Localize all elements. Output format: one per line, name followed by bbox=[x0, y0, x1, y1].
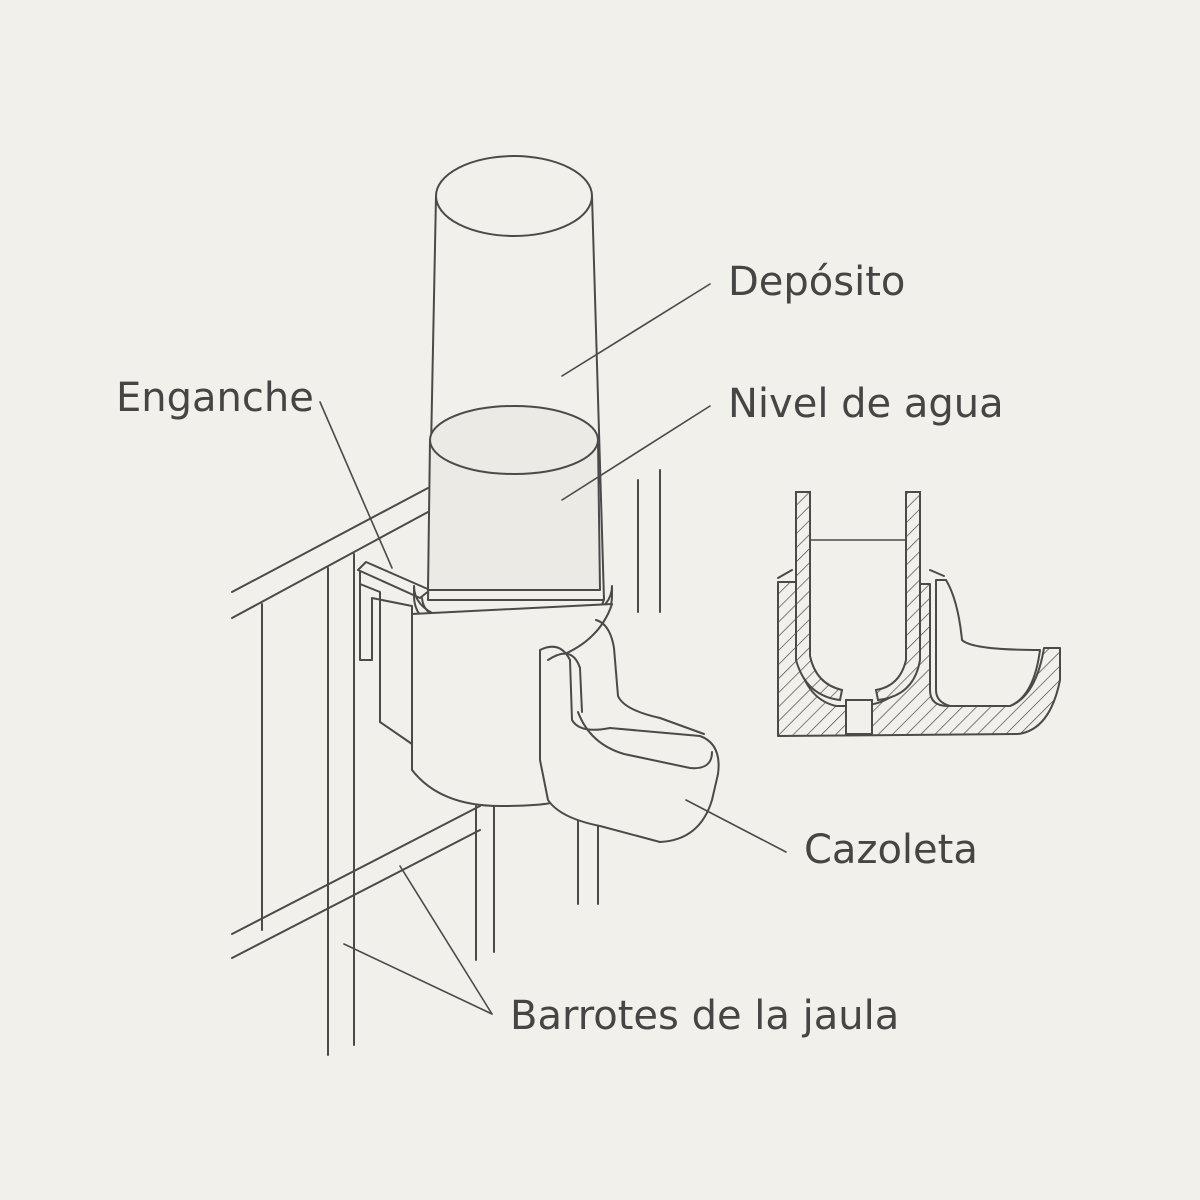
rail-bottom-1 bbox=[231, 805, 481, 935]
trough-rim bbox=[595, 619, 705, 735]
leader-cazoleta bbox=[685, 799, 787, 853]
label-barrotes: Barrotes de la jaula bbox=[510, 993, 900, 1039]
leader-deposito bbox=[561, 283, 711, 377]
section-nozzle bbox=[845, 699, 873, 735]
section-trough-outer bbox=[777, 569, 945, 579]
label-cazoleta: Cazoleta bbox=[804, 827, 978, 873]
leader-enganche bbox=[319, 401, 393, 569]
trough-inner bbox=[577, 711, 713, 770]
leader-barrotes-1 bbox=[343, 943, 493, 1015]
label-nivel-agua: Nivel de agua bbox=[728, 381, 1004, 427]
cross-section-detail bbox=[777, 491, 1061, 737]
leader-barrotes-2 bbox=[399, 865, 493, 1015]
reservoir-top-rim bbox=[435, 155, 593, 237]
section-left-wall bbox=[795, 491, 844, 702]
leader-nivel bbox=[561, 405, 711, 501]
cage-bars bbox=[231, 469, 661, 1056]
rail-top-2 bbox=[231, 511, 429, 619]
leader-lines bbox=[319, 283, 787, 1015]
water-surface bbox=[429, 405, 599, 475]
section-trough bbox=[935, 579, 1041, 707]
feeder bbox=[357, 155, 720, 843]
rail-bottom-2 bbox=[231, 829, 481, 959]
trough-channel bbox=[547, 652, 583, 713]
label-enganche: Enganche bbox=[116, 375, 314, 421]
trough bbox=[539, 645, 720, 843]
hook-plate bbox=[359, 571, 413, 745]
section-right-wall bbox=[874, 491, 921, 702]
rail-top-1 bbox=[231, 487, 429, 593]
label-deposito: Depósito bbox=[728, 259, 906, 305]
